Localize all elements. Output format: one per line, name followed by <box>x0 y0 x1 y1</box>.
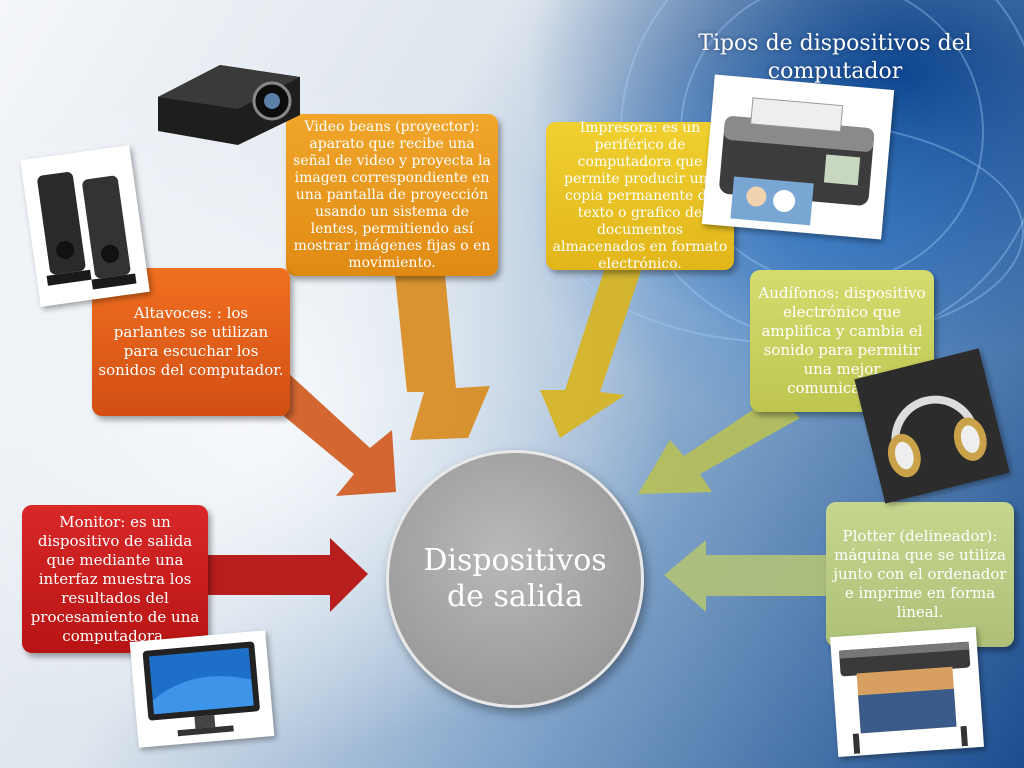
node-video-text: Video beans (proyector): aparato que rec… <box>293 118 491 271</box>
projector-image <box>150 35 310 145</box>
node-audifonos: Audífonos: dispositivo electrónico que a… <box>750 270 934 412</box>
node-impresora-text: Impresora: es un periférico de computado… <box>552 119 728 272</box>
arrow-altavoces <box>262 372 396 496</box>
headphones-image <box>854 348 1010 504</box>
center-line-2: de salida <box>446 579 584 614</box>
node-impresora: Impresora: es un periférico de computado… <box>546 119 734 272</box>
monitor-image <box>129 630 275 748</box>
plotter-image <box>829 627 985 757</box>
arrow-impresora <box>540 268 642 438</box>
page-title: Tipos de dispositivos del computador <box>698 31 972 84</box>
node-plotter: Plotter (delineador): máquina que se uti… <box>826 502 1014 647</box>
arrow-video <box>395 275 490 440</box>
center-node: Dispositivos de salida <box>386 450 644 708</box>
arrow-monitor <box>202 538 368 612</box>
node-video: Video beans (proyector): aparato que rec… <box>286 114 498 276</box>
speakers-image <box>20 145 150 307</box>
arrow-audifonos <box>638 395 800 494</box>
node-altavoces-text: Altavoces: : los parlantes se utilizan p… <box>98 304 284 379</box>
arrow-plotter <box>664 540 828 612</box>
node-monitor-text: Monitor: es un dispositivo de salida que… <box>30 512 200 645</box>
node-monitor: Monitor: es un dispositivo de salida que… <box>22 505 208 653</box>
center-line-1: Dispositivos <box>423 543 607 578</box>
node-plotter-text: Plotter (delineador): máquina que se uti… <box>833 527 1007 621</box>
node-audifonos-text: Audífonos: dispositivo electrónico que a… <box>758 284 926 397</box>
printer-image <box>701 74 895 240</box>
